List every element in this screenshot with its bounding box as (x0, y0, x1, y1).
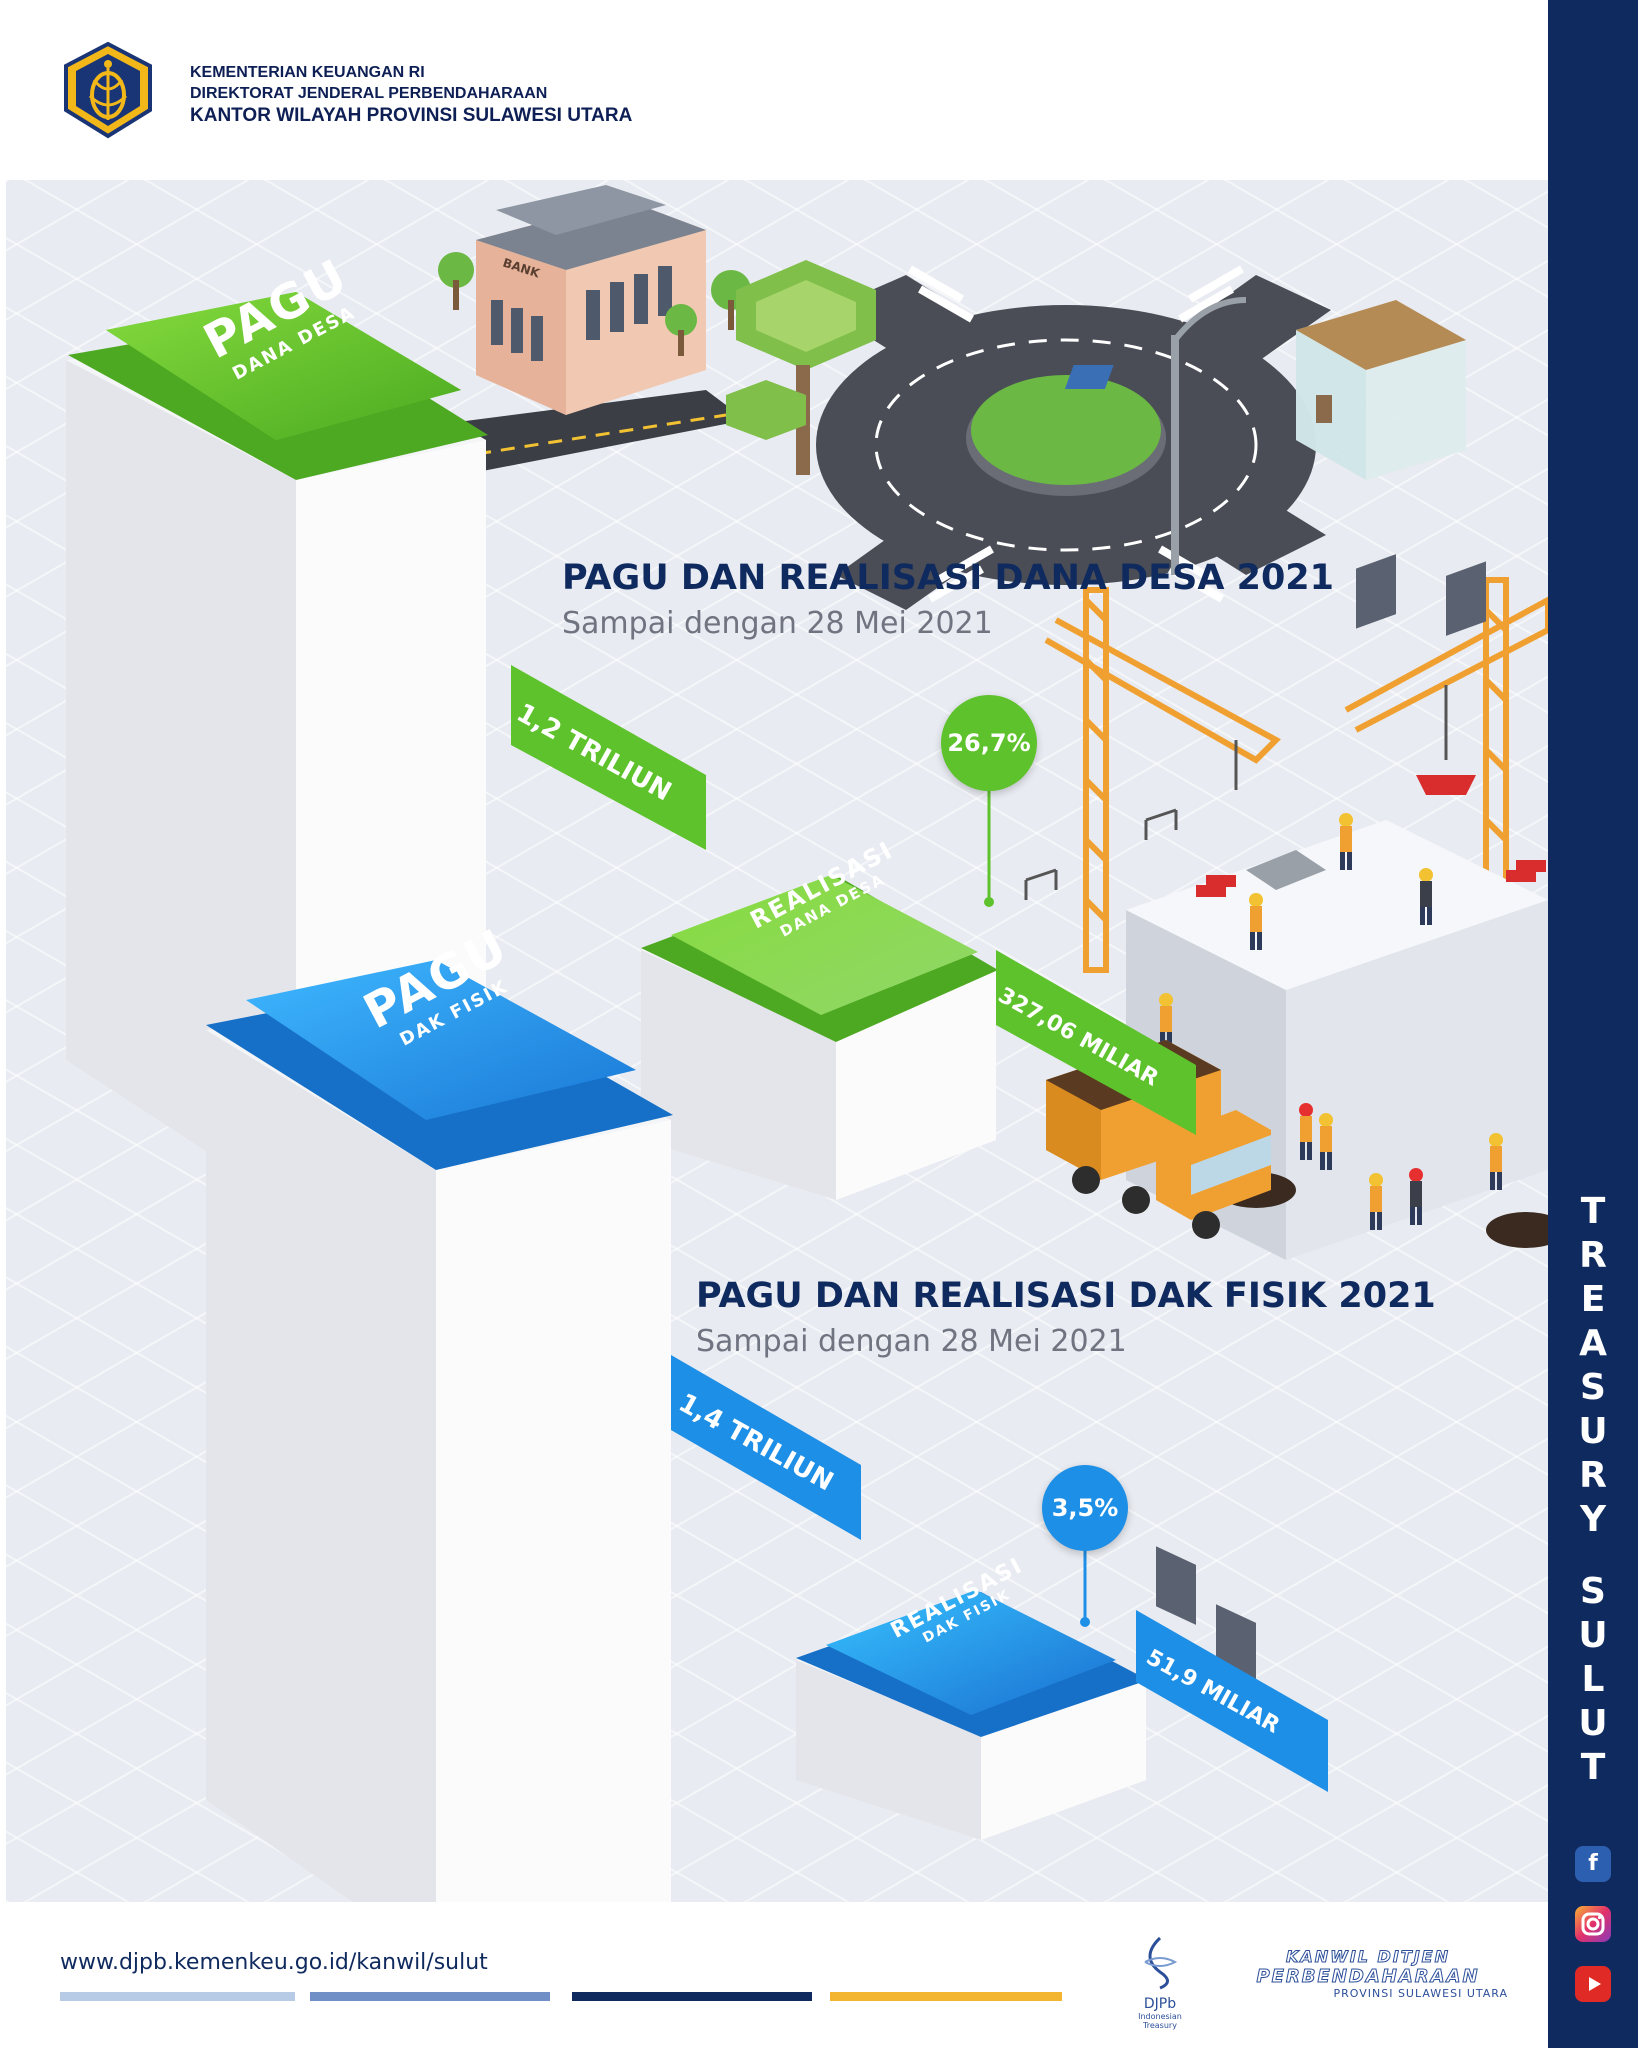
dana-desa-title: PAGU DAN REALISASI DANA DESA 2021 (562, 558, 1335, 598)
sidebar-sulut-letter: U (1578, 1615, 1608, 1656)
djpb-swirl-icon (1144, 1936, 1178, 1990)
ribbon-pagu-dak-fisik (671, 1355, 861, 1540)
infographic-stage: BANK (6, 180, 1548, 1902)
realisasi-dak-fisik-box (796, 1590, 1148, 1840)
footer-bar-2 (310, 1992, 550, 2001)
kanwil-line-1: KANWIL DITJEN (1286, 1947, 1450, 1967)
footer-bar-4 (830, 1992, 1062, 2001)
organization-name: KEMENTERIAN KEUANGAN RI DIREKTORAT JENDE… (190, 62, 632, 128)
trees (438, 252, 876, 475)
footer: www.djpb.kemenkeu.go.id/kanwil/sulut DJP… (0, 1902, 1548, 2048)
roundabout-illustration (816, 265, 1331, 610)
sidebar-sulut-letter: S (1580, 1571, 1606, 1612)
ribbon-realisasi-dak-fisik (1136, 1610, 1328, 1792)
facebook-icon[interactable]: f (1575, 1846, 1611, 1882)
footer-bar-1 (60, 1992, 295, 2001)
sidebar-treasury-letter: R (1579, 1455, 1607, 1496)
kanwil-line-2: PERBENDAHARAAN (1256, 1966, 1480, 1988)
dana-desa-subtitle: Sampai dengan 28 Mei 2021 (562, 606, 993, 641)
workers (1159, 813, 1503, 1230)
instagram-icon[interactable] (1575, 1906, 1611, 1942)
sidebar-treasury-letter: A (1579, 1323, 1607, 1364)
kanwil-logo: KANWIL DITJEN PERBENDAHARAAN PROVINSI SU… (1228, 1947, 1508, 2001)
bank-building: BANK (476, 185, 706, 415)
sidebar-treasury-letter: S (1580, 1367, 1606, 1408)
org-line-3: KANTOR WILAYAH PROVINSI SULAWESI UTARA (190, 105, 633, 126)
sidebar-treasury-letter: T (1580, 1191, 1606, 1232)
dak-fisik-subtitle: Sampai dengan 28 Mei 2021 (696, 1324, 1127, 1359)
bus-shelter (1296, 300, 1466, 480)
footer-bar-3 (572, 1992, 812, 2001)
org-line-1: KEMENTERIAN KEUANGAN RI (190, 64, 425, 81)
sidebar-treasury-letter: Y (1579, 1499, 1607, 1540)
isometric-illustration: BANK (66, 185, 1548, 1902)
percent-badge-dana-desa: 26,7% (941, 695, 1037, 791)
sidebar-sulut-letter: U (1578, 1703, 1608, 1744)
construction-site (1024, 554, 1548, 1683)
youtube-icon[interactable] (1575, 1966, 1611, 2002)
sidebar-sulut-letter: T (1580, 1747, 1606, 1788)
ribbon-realisasi-dana-desa (996, 950, 1196, 1135)
percent-badge-dak-fisik: 3,5% (1042, 1465, 1128, 1551)
org-line-2: DIREKTORAT JENDERAL PERBENDAHARAAN (190, 85, 548, 102)
header: KEMENTERIAN KEUANGAN RI DIREKTORAT JENDE… (0, 0, 1548, 180)
website-link[interactable]: www.djpb.kemenkeu.go.id/kanwil/sulut (60, 1950, 488, 1975)
sidebar-sulut-letter: L (1581, 1659, 1605, 1700)
sidebar-treasury-letter: R (1579, 1235, 1607, 1276)
djpb-logo: DJPb Indonesian Treasury (1120, 1932, 1200, 2030)
realisasi-dana-desa-box (641, 875, 998, 1200)
sidebar-treasury-letter: U (1578, 1411, 1608, 1452)
dak-fisik-title: PAGU DAN REALISASI DAK FISIK 2021 (696, 1276, 1436, 1316)
kanwil-line-3: PROVINSI SULAWESI UTARA (1333, 1987, 1508, 2000)
kemenkeu-logo (64, 41, 152, 139)
djpb-tag: Indonesian Treasury (1138, 2012, 1182, 2030)
pagu-dak-fisik-column (206, 960, 673, 1902)
ribbon-pagu-dana-desa (511, 665, 706, 850)
djpb-name: DJPb (1143, 1996, 1177, 2012)
sidebar-treasury-letter: E (1580, 1279, 1606, 1320)
